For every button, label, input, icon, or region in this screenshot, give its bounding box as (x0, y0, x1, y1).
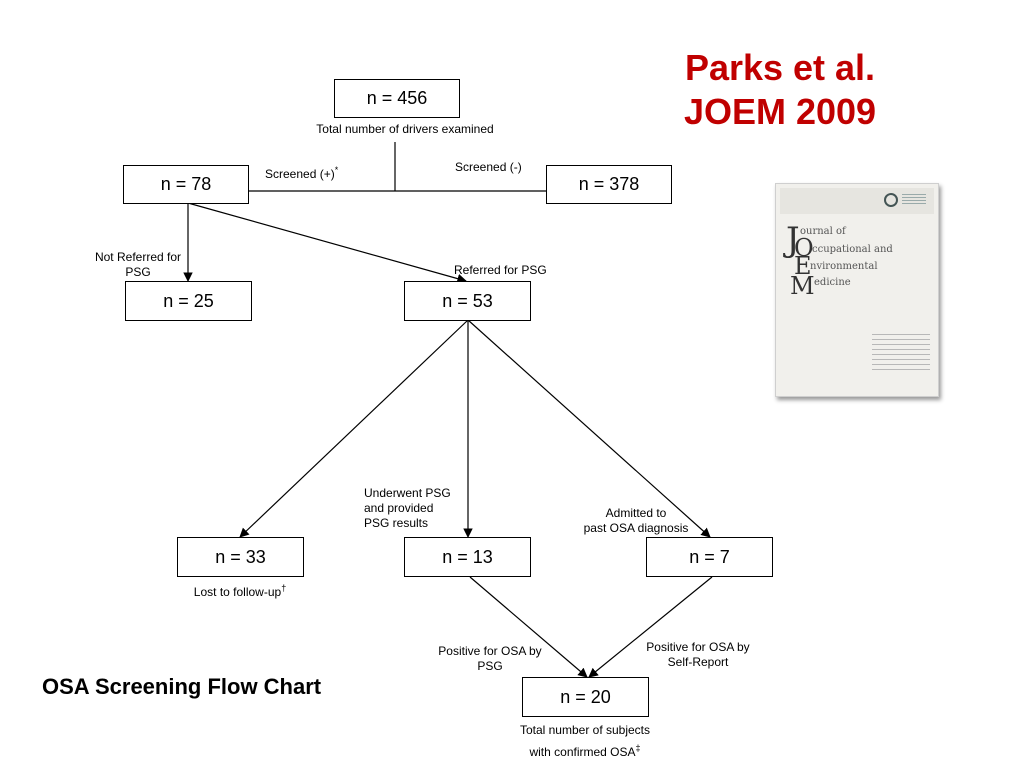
box-admitted: n = 7 (646, 537, 773, 577)
label-screened-positive: Screened (+)* (265, 163, 338, 182)
journal-cover-image: J ournal of O ccupational and E nvironme… (775, 183, 939, 397)
label-confirmed: Total number of subjects with confirmed … (500, 723, 670, 760)
label-screened-positive-mark: * (334, 165, 339, 175)
label-screened-positive-text: Screened (+) (265, 167, 335, 181)
box-underwent-psg: n = 13 (404, 537, 531, 577)
arrow-7-20 (588, 576, 713, 678)
label-confirmed-line2: with confirmed OSA‡ (500, 741, 670, 760)
label-underwent-line3: PSG results (364, 516, 429, 530)
citation-journal: JOEM 2009 (683, 91, 877, 132)
arrow-78-53 (187, 202, 467, 284)
label-admitted-line2: past OSA diagnosis (583, 521, 689, 535)
cover-line-4: edicine (814, 277, 851, 288)
cover-line-2: ccupational and (812, 244, 893, 255)
label-confirmed-text: with confirmed OSA (529, 745, 636, 759)
label-positive-psg-line1: Positive for OSA by (438, 644, 542, 658)
label-underwent-line2: and provided (364, 501, 434, 515)
label-admitted-line1: Admitted to (605, 506, 667, 520)
label-positive-psg-line2: PSG (477, 659, 503, 673)
cover-line-3: nvironmental (810, 261, 878, 272)
cover-letter-o: O (794, 234, 814, 262)
cover-letter-j: J (786, 220, 800, 260)
label-positive-self: Positive for OSA by Self-Report (628, 640, 768, 670)
label-referred: Referred for PSG (454, 263, 547, 277)
label-confirmed-mark: ‡ (635, 743, 641, 753)
arrow-13-20 (469, 576, 588, 678)
cover-seal-text (902, 194, 926, 204)
label-total-examined: Total number of drivers examined (316, 122, 494, 136)
cover-letter-m: M (790, 272, 815, 300)
box-referred: n = 53 (404, 281, 531, 321)
label-lost-mark: † (281, 583, 287, 593)
arrow-53-7 (467, 319, 711, 538)
flowchart-title: OSA Screening Flow Chart (42, 674, 322, 699)
citation-authors: Parks et al. (684, 47, 876, 88)
label-admitted: Admitted to past OSA diagnosis (566, 506, 706, 536)
label-not-referred-line1: Not Referred for (94, 250, 182, 264)
box-screened-positive: n = 78 (123, 165, 249, 204)
arrow-53-33 (239, 319, 469, 538)
label-lost-text: Lost to follow-up (193, 585, 282, 599)
box-total-drivers: n = 456 (334, 79, 460, 118)
citation-title: Parks et al. JOEM 2009 (640, 46, 920, 134)
label-positive-self-line1: Positive for OSA by (646, 640, 750, 654)
box-not-referred: n = 25 (125, 281, 252, 321)
cover-letter-e: E (794, 252, 812, 280)
cover-line-1: ournal of (800, 226, 846, 237)
label-lost: Lost to follow-up† (170, 581, 310, 600)
label-not-referred-line2: PSG (125, 265, 151, 279)
label-not-referred: Not Referred for PSG (78, 250, 198, 280)
box-screened-negative: n = 378 (546, 165, 672, 204)
cover-contents-lines (872, 334, 930, 372)
label-positive-psg: Positive for OSA by PSG (420, 644, 560, 674)
label-positive-self-line2: Self-Report (667, 655, 729, 669)
box-lost-followup: n = 33 (177, 537, 304, 577)
label-screened-negative: Screened (-) (455, 160, 522, 174)
box-confirmed-osa: n = 20 (522, 677, 649, 717)
label-underwent-line1: Underwent PSG (364, 486, 451, 500)
label-confirmed-line1: Total number of subjects (519, 723, 651, 737)
label-underwent: Underwent PSG and provided PSG results (364, 486, 451, 531)
cover-seal-icon (884, 193, 898, 207)
